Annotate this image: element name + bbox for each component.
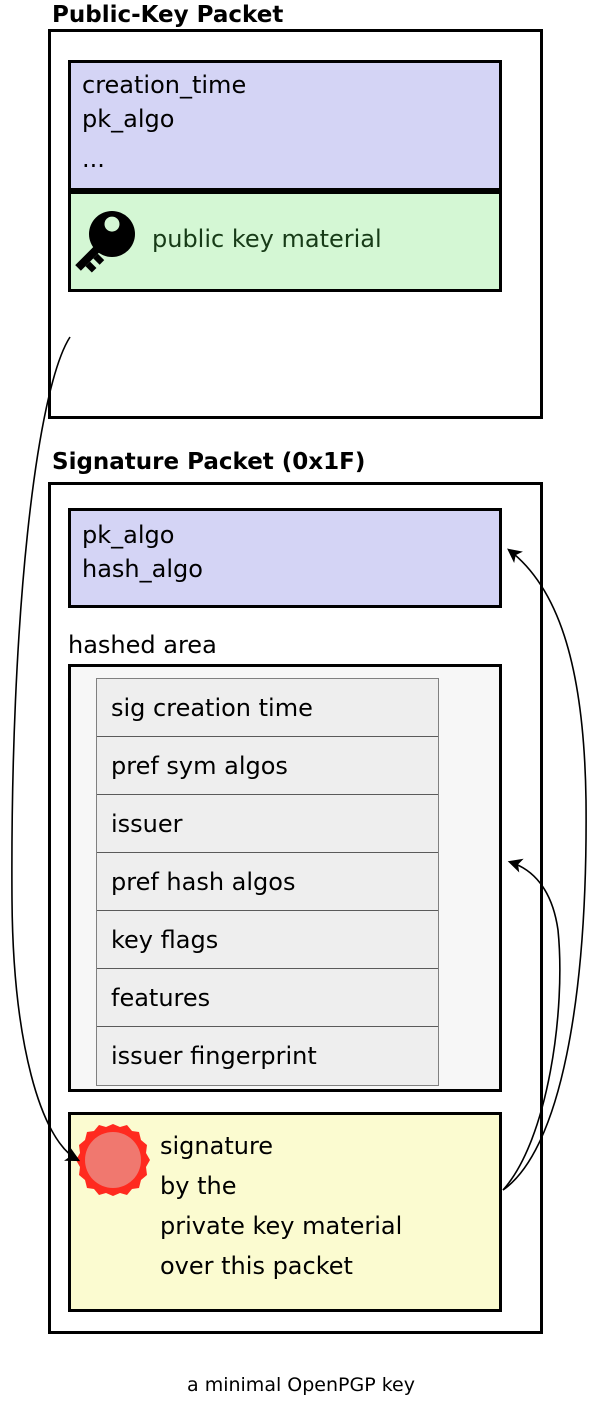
subpacket-row: issuer fingerprint [97, 1027, 438, 1085]
signature-hash-algo-label: hash_algo [82, 555, 203, 583]
key-icon [75, 211, 135, 273]
seal-icon [76, 1124, 150, 1196]
public-key-ellipsis-label: ... [82, 145, 105, 173]
public-key-material-label: public key material [152, 225, 382, 253]
public-key-material-box [68, 191, 502, 292]
hashed-area-label: hashed area [68, 631, 217, 659]
subpacket-row: pref hash algos [97, 853, 438, 911]
signature-algo-fields-box [68, 508, 502, 608]
public-key-pk-algo-label: pk_algo [82, 105, 175, 133]
public-key-header-fields-box [68, 60, 502, 191]
signature-packet-title: Signature Packet (0x1F) [52, 449, 366, 475]
signature-block-line2: by the [160, 1172, 237, 1200]
signature-block-line4: over this packet [160, 1252, 353, 1280]
subpacket-row: sig creation time [97, 679, 438, 737]
signature-block-line1: signature [160, 1132, 274, 1160]
subpacket-list: sig creation time pref sym algos issuer … [96, 678, 439, 1086]
signature-block-line3: private key material [160, 1212, 403, 1240]
subpacket-row: features [97, 969, 438, 1027]
public-key-packet-title: Public-Key Packet [52, 2, 284, 28]
subpacket-row: issuer [97, 795, 438, 853]
signature-pk-algo-label: pk_algo [82, 521, 175, 549]
subpacket-row: key flags [97, 911, 438, 969]
subpacket-row: pref sym algos [97, 737, 438, 795]
public-key-creation-time-label: creation_time [82, 71, 247, 99]
diagram-caption: a minimal OpenPGP key [187, 1374, 415, 1396]
